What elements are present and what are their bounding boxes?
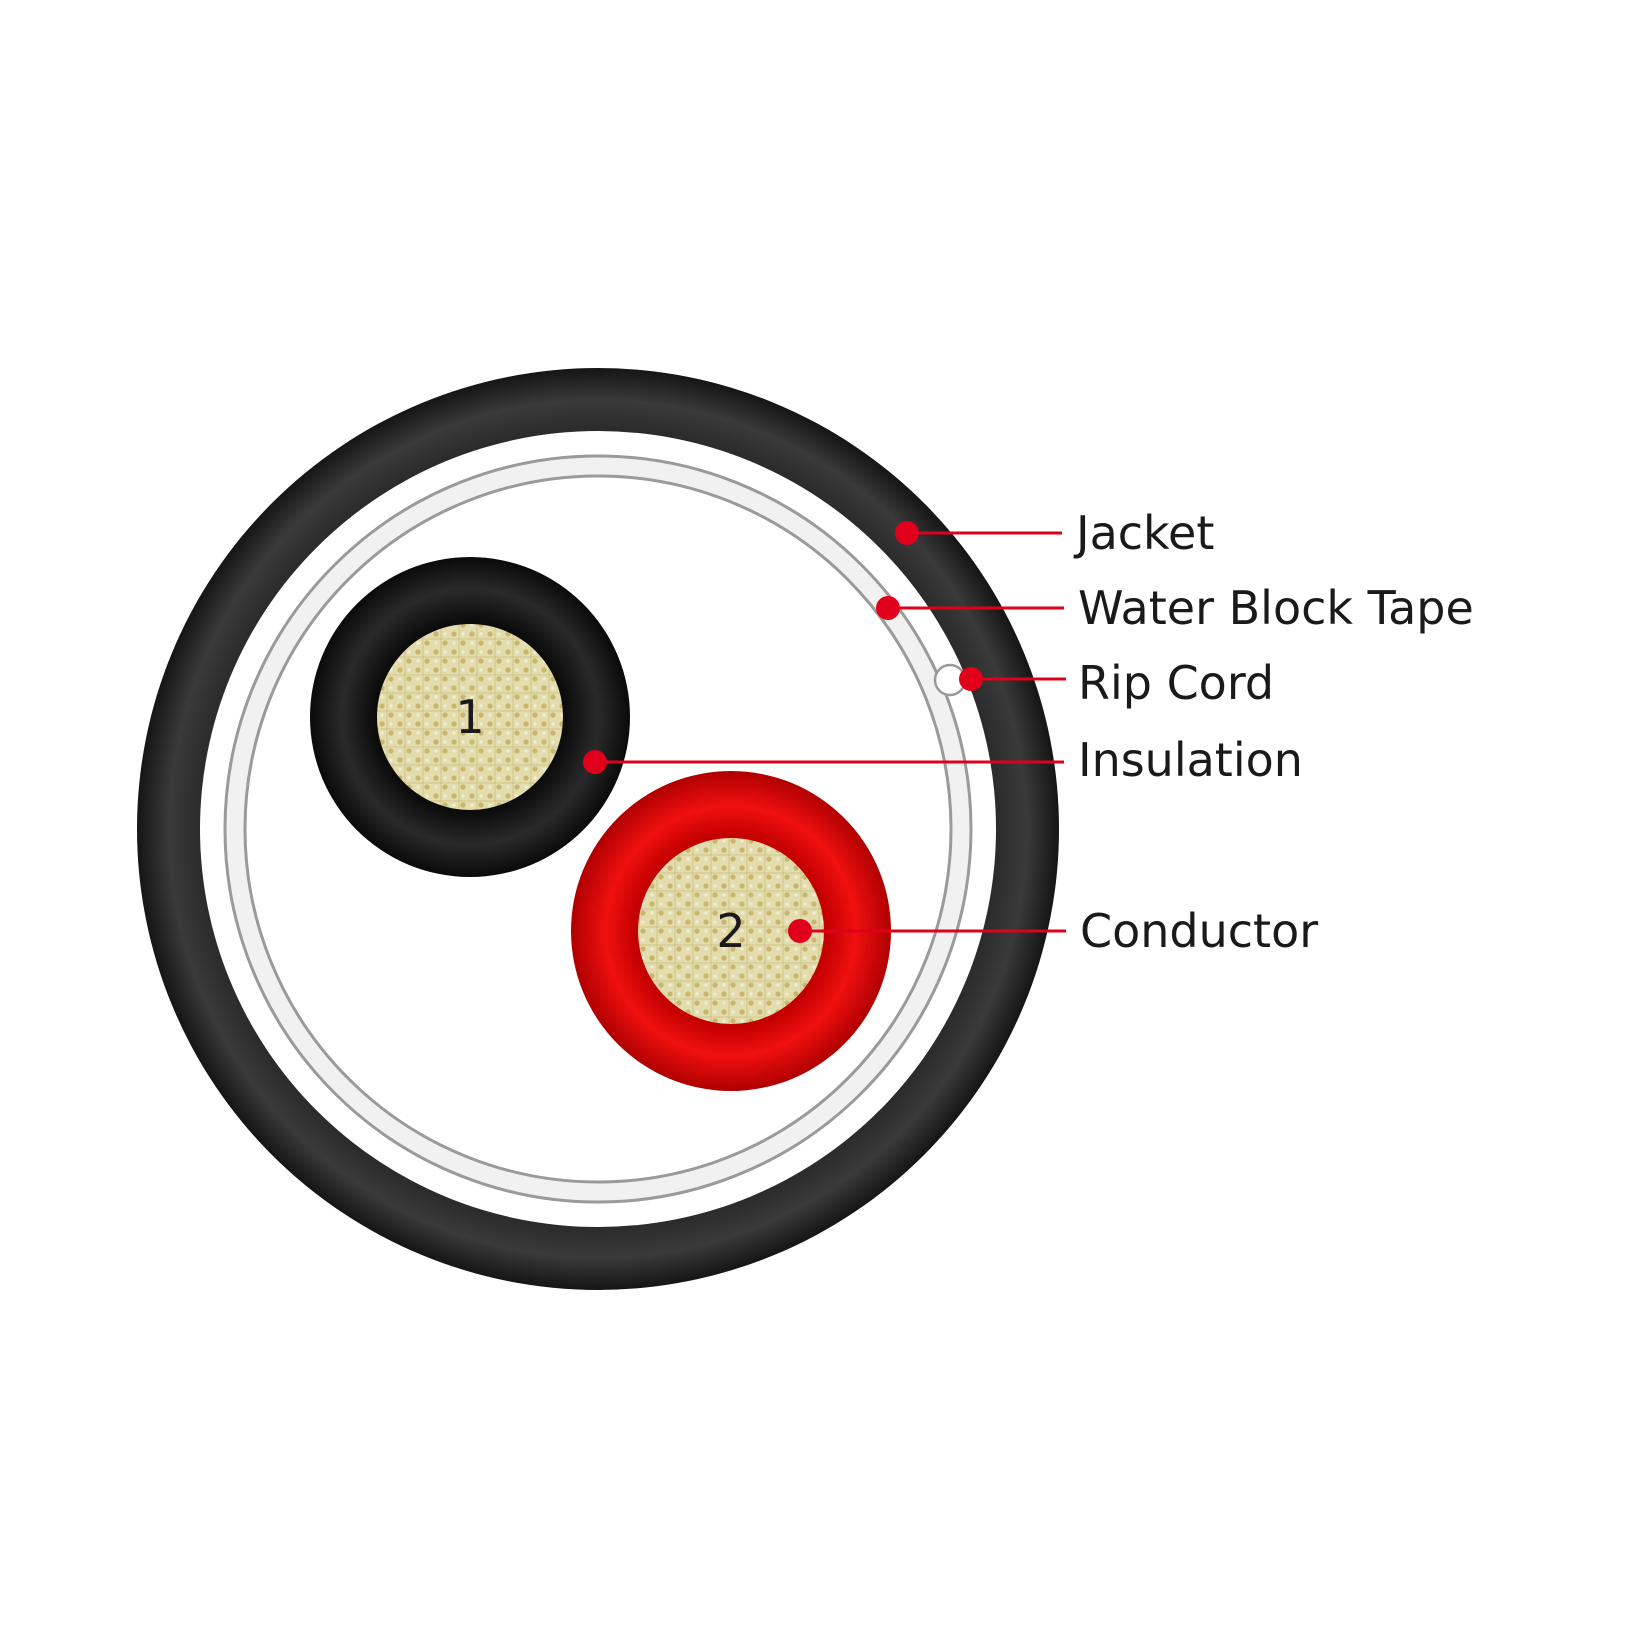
core-2: 2	[571, 771, 891, 1091]
dot-water-block-tape	[876, 596, 900, 620]
label-rip-cord: Rip Cord	[1078, 656, 1274, 710]
dot-conductor	[788, 919, 812, 943]
label-conductor: Conductor	[1080, 904, 1318, 958]
core-1-number: 1	[455, 690, 484, 744]
callout-leaders	[595, 531, 1066, 933]
label-water-block-tape: Water Block Tape	[1078, 581, 1474, 635]
callout-dots	[583, 521, 983, 943]
dot-insulation	[583, 750, 607, 774]
core-1-conductor	[377, 624, 563, 810]
dot-jacket	[895, 521, 919, 545]
dot-rip-cord	[959, 667, 983, 691]
core-2-number: 2	[716, 904, 745, 958]
core-2-conductor	[638, 838, 824, 1024]
label-insulation: Insulation	[1078, 733, 1303, 787]
core-1: 1	[310, 557, 630, 877]
label-jacket: Jacket	[1073, 506, 1214, 560]
